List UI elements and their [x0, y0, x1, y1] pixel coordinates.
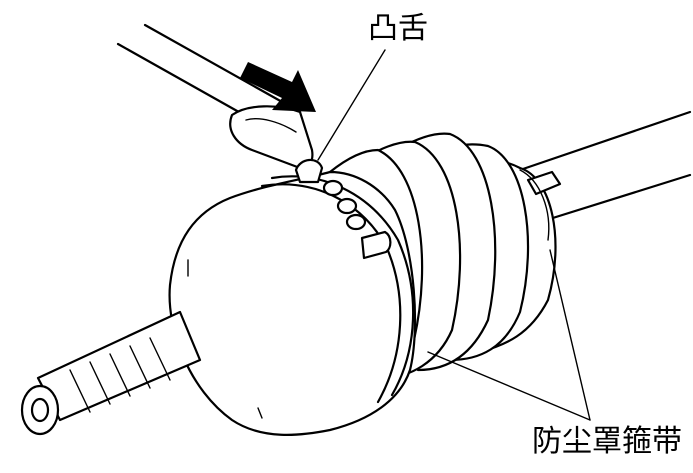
tab-label: 凸舌	[368, 11, 428, 46]
drive-shaft	[518, 110, 692, 224]
leader-lines	[317, 49, 591, 421]
boot-clamp-band	[260, 175, 415, 404]
arrow-right-down-icon	[240, 62, 316, 112]
splined-stub-shaft	[20, 310, 202, 436]
small-boot-clamp	[519, 169, 562, 241]
boot-clamp-label: 防尘罩箍带	[532, 424, 682, 459]
clamp-tab	[294, 158, 324, 184]
outer-joint-housing	[168, 170, 417, 436]
screwdriver	[116, 23, 314, 170]
